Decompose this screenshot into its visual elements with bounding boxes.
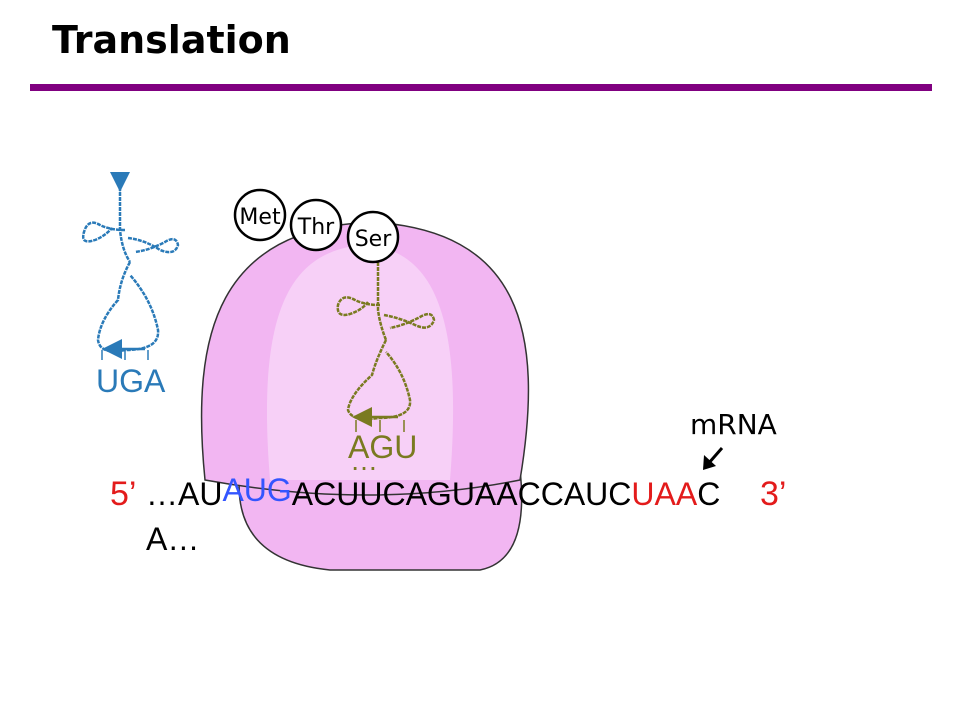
trna-bound-arm-right <box>383 312 436 330</box>
trna-left-arm-right <box>127 236 180 254</box>
ribosome <box>200 221 530 571</box>
trna-left <box>81 172 180 359</box>
mrna-stop-codon: UAA <box>631 476 697 512</box>
mrna-start-codon: AUG <box>222 472 291 508</box>
trna-left-anticodon: UGA <box>96 363 166 399</box>
mrna-sequence: …AUAUGACUUCAGUAACCAUCUAAC <box>146 472 720 512</box>
mrna-label: mRNA <box>690 408 777 441</box>
ribosome-small-subunit <box>238 469 523 571</box>
mrna-three-prime: 3’ <box>760 475 786 513</box>
trna-left-arm-left <box>81 221 126 243</box>
amino-acid-ser-label: Ser <box>355 227 393 252</box>
mrna-seq-pre: …AU <box>146 476 222 512</box>
amino-acid-chain: Met Thr Ser <box>233 188 400 264</box>
mrna-sequence-line2: A… <box>146 521 199 557</box>
trna-bound-ticks <box>355 420 405 432</box>
title-underline <box>30 84 932 91</box>
ribosome-channel <box>266 245 454 480</box>
trna-bound-stem <box>376 262 388 341</box>
trna-bound <box>336 262 436 427</box>
amino-acid-thr-label: Thr <box>297 215 335 240</box>
slide-title: Translation <box>52 18 291 62</box>
mrna-seq-post: C <box>697 476 720 512</box>
trna-bound-arm-left <box>336 296 381 317</box>
mrna-pointer-arrow <box>703 447 724 470</box>
amino-acid-met-label: Met <box>239 205 281 230</box>
amino-acid-ser <box>346 210 400 264</box>
trna-left-ticks <box>101 350 149 360</box>
trna-left-stem <box>110 172 132 263</box>
mrna-seq-mid: ACUUCAGUAACCAUC <box>292 476 632 512</box>
amino-acid-met <box>233 188 287 242</box>
mrna-five-prime: 5’ <box>110 475 136 513</box>
trna-bound-anticodon: AGU <box>348 429 417 465</box>
trna-bound-ellipsis: … <box>350 445 378 476</box>
amino-acid-thr <box>289 198 343 252</box>
trna-left-loop <box>96 261 160 353</box>
